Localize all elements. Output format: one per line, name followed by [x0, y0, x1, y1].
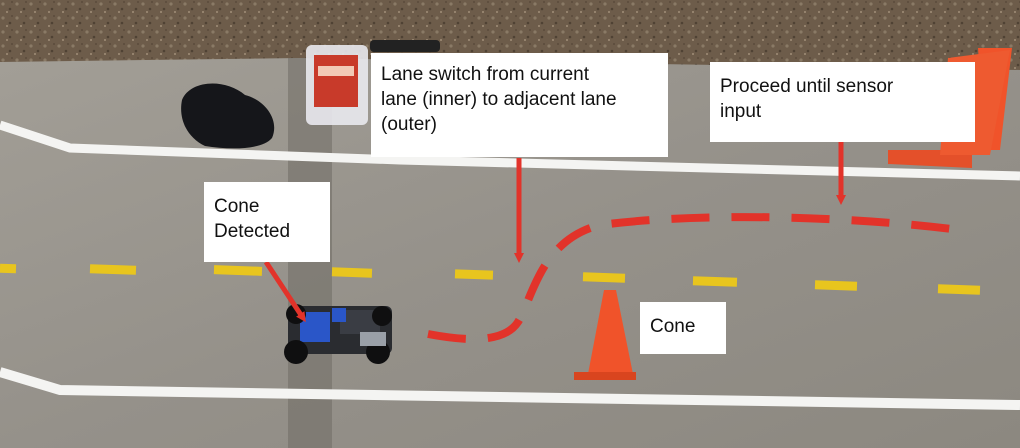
lane-switch-callout: Lane switch from current lane (inner) to… — [371, 53, 668, 157]
proceed-line-1: Proceed until sensor — [720, 76, 894, 97]
cone-detected-callout: Cone Detected — [204, 182, 330, 262]
proceed-line-2: input — [720, 101, 762, 122]
cone-detected-line-2: Detected — [214, 221, 291, 242]
planned-path — [427, 213, 961, 343]
white-tape-top — [0, 120, 1020, 181]
lane-switch-line-3: (outer) — [381, 114, 437, 135]
white-tape-bottom — [0, 367, 1020, 410]
parts-box — [306, 40, 440, 125]
lane-switch-line-1: Lane switch from current — [381, 64, 590, 85]
cone-callout: Cone — [640, 302, 726, 354]
proceed-callout: Proceed until sensor input — [710, 62, 975, 142]
cone-detected-line-1: Cone — [214, 196, 260, 217]
jacket — [181, 83, 275, 149]
lane-switch-line-2: lane (inner) to adjacent lane — [381, 89, 617, 110]
cone-line-1: Cone — [650, 316, 696, 337]
arrow-cone-detected — [263, 260, 306, 323]
cone-near — [574, 290, 636, 380]
yellow-center-dashes — [0, 263, 981, 295]
